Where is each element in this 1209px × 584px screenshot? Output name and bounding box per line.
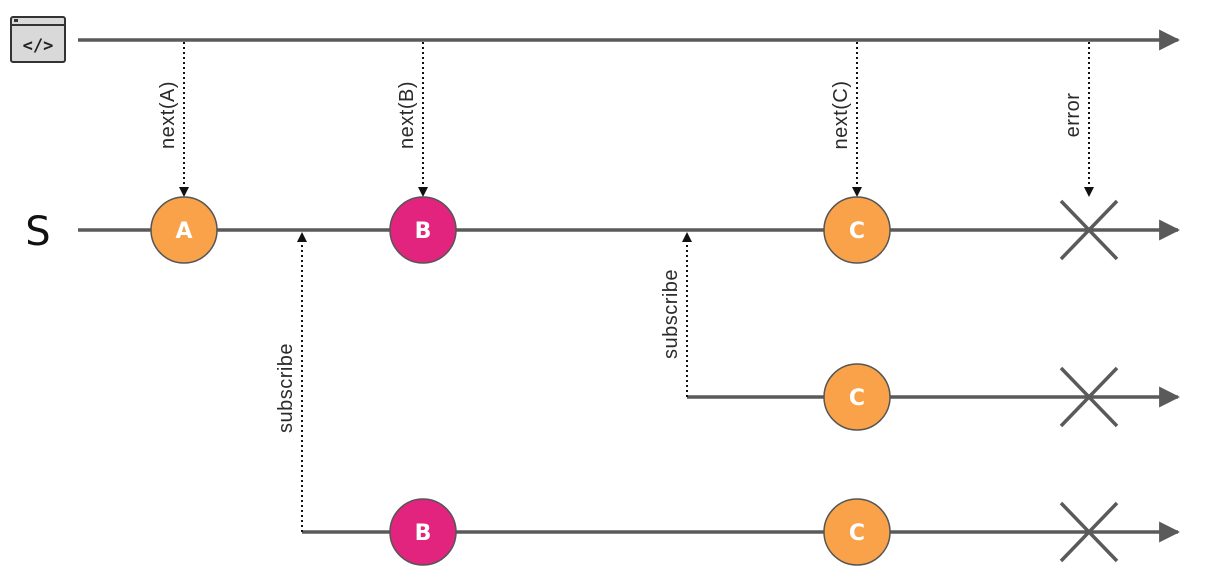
subject-label: S bbox=[25, 209, 50, 255]
subscribe-1-label: subscribe bbox=[275, 343, 297, 433]
error-x-icon bbox=[1059, 366, 1119, 428]
subscribe-2-label: subscribe bbox=[660, 269, 682, 359]
marble-b: B bbox=[389, 196, 457, 264]
error-x-icon bbox=[1059, 501, 1119, 563]
marble-b-subscriber-1: B bbox=[389, 498, 457, 566]
error-label: error bbox=[1062, 93, 1084, 138]
next-c-label: next(C) bbox=[830, 80, 852, 149]
marble-c-sub1-text: C bbox=[849, 521, 865, 546]
marble-c-text: C bbox=[849, 219, 865, 244]
marble-b-text: B bbox=[415, 219, 432, 244]
code-icon-glyph: </> bbox=[23, 36, 54, 56]
marble-c: C bbox=[823, 196, 891, 264]
marble-a: A bbox=[150, 196, 218, 264]
next-a-label: next(A) bbox=[157, 81, 179, 149]
marble-b-sub1-text: B bbox=[415, 521, 432, 546]
next-b-label: next(B) bbox=[396, 81, 418, 149]
marble-c-subscriber-2: C bbox=[823, 363, 891, 431]
marble-c-sub2-text: C bbox=[849, 386, 865, 411]
marble-c-subscriber-1: C bbox=[823, 498, 891, 566]
marble-a-text: A bbox=[175, 219, 192, 244]
error-x-icon bbox=[1059, 199, 1119, 261]
code-icon: </> bbox=[10, 16, 66, 63]
